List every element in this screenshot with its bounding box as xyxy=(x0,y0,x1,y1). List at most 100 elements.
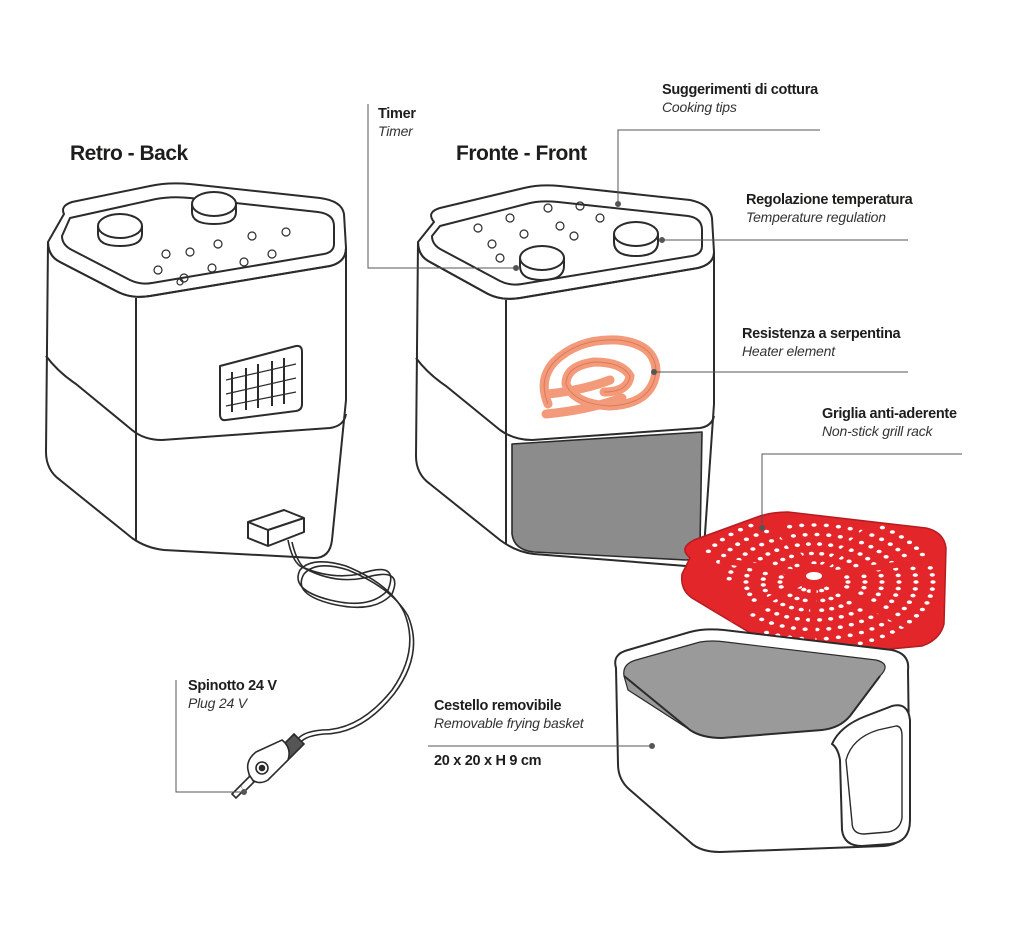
rack-hole xyxy=(823,523,829,528)
rack-hole xyxy=(765,608,771,612)
rack-hole xyxy=(760,577,766,581)
rack-hole xyxy=(912,587,918,591)
rack-hole xyxy=(858,540,865,545)
rack-hole xyxy=(919,607,926,612)
rack-hole xyxy=(848,548,854,552)
rack-hole xyxy=(705,549,712,554)
rack-hole xyxy=(869,533,875,537)
rack-hole xyxy=(889,530,896,534)
rack-hole xyxy=(835,635,842,640)
rack-hole xyxy=(826,533,832,537)
frying-basket xyxy=(614,628,911,853)
rack-hole xyxy=(857,641,863,646)
rack-hole xyxy=(728,532,734,537)
rack-hole xyxy=(868,544,874,549)
rack-hole xyxy=(869,638,875,642)
rack-hole xyxy=(858,630,865,635)
heater-label-en: Heater element xyxy=(742,342,835,359)
rack-hole xyxy=(896,580,902,584)
rack-hole xyxy=(742,552,748,556)
front-unit xyxy=(415,184,715,567)
rack-hole xyxy=(837,625,843,629)
rack-hole xyxy=(808,551,815,556)
rack-hole xyxy=(878,586,884,591)
plug-label: Spinotto 24 V xyxy=(188,678,277,694)
rack-hole xyxy=(802,598,808,603)
rack-hole xyxy=(828,596,834,601)
rack-hole xyxy=(895,586,901,591)
rack-hole xyxy=(819,552,825,556)
rack-hole xyxy=(879,580,885,584)
rack-hole xyxy=(844,575,850,579)
cooking-tips-callout: Suggerimenti di cottura Cooking tips xyxy=(662,82,818,115)
rack-hole xyxy=(794,563,800,568)
rack-hole xyxy=(820,598,826,603)
timer-label-en: Timer xyxy=(378,122,413,139)
rack-hole xyxy=(828,543,834,547)
rack-hole xyxy=(869,627,875,631)
rack-hole xyxy=(778,575,784,579)
rack-hole xyxy=(862,580,868,584)
rack-hole xyxy=(824,586,830,591)
heater-callout: Resistenza a serpentina Heater element xyxy=(742,326,901,359)
basket-callout: Cestello removibile Removable frying bas… xyxy=(434,698,584,769)
rack-hole xyxy=(805,618,812,622)
rack-hole xyxy=(788,554,795,559)
rack-hole xyxy=(805,542,812,546)
rack-hole xyxy=(868,615,874,620)
rack-hole xyxy=(774,612,780,616)
rack-hole xyxy=(826,627,832,631)
rack-hole xyxy=(794,596,800,601)
rack-hole xyxy=(858,619,865,624)
rack-hole xyxy=(823,636,829,641)
rack-hole xyxy=(794,543,800,547)
rack-hole xyxy=(844,585,850,589)
rack-hole xyxy=(898,535,905,539)
rack-hole xyxy=(878,573,884,578)
rack-hole xyxy=(765,552,771,556)
rack-hole xyxy=(750,547,756,551)
temperature-callout: Regolazione temperatura Temperature regu… xyxy=(746,192,913,225)
rack-hole xyxy=(879,525,886,530)
rack-hole xyxy=(889,630,896,634)
rack-hole xyxy=(861,585,867,590)
rack-hole xyxy=(848,622,854,627)
rack-hole xyxy=(787,524,793,529)
rack-hole xyxy=(901,553,907,558)
rack-hole xyxy=(838,615,844,619)
rack-hole xyxy=(901,606,907,611)
rack-hole xyxy=(799,523,805,528)
rack-hole xyxy=(787,593,793,598)
rack-hole xyxy=(912,573,918,577)
rack-hole xyxy=(879,622,885,627)
rack-hole xyxy=(913,580,919,584)
rack-hole xyxy=(929,573,935,577)
rack-hole xyxy=(790,534,797,538)
rack-hole xyxy=(846,600,852,605)
rack-hole xyxy=(772,561,778,566)
temperature-label-en: Temperature regulation xyxy=(746,208,886,225)
rack-hole xyxy=(802,627,808,631)
rack-hole xyxy=(819,588,825,593)
rack-hole xyxy=(744,586,750,591)
rack-hole xyxy=(857,608,863,612)
rack-hole xyxy=(871,598,877,602)
rack-hole xyxy=(853,563,859,568)
rack-hole xyxy=(817,618,823,622)
rack-hole xyxy=(762,588,768,593)
rack-hole xyxy=(930,580,936,584)
rack-hole xyxy=(848,612,854,616)
rack-hole xyxy=(764,529,770,534)
rack-hole xyxy=(721,553,727,558)
grill-rack xyxy=(680,511,947,658)
rack-hole xyxy=(835,593,841,598)
rack-hole xyxy=(927,566,933,570)
rack-hole xyxy=(913,614,920,618)
front-view-title: Fronte - Front xyxy=(456,142,587,165)
rack-hole xyxy=(719,537,726,542)
rack-hole xyxy=(744,573,750,578)
basket-label: Cestello removibile xyxy=(434,698,562,714)
rack-hole xyxy=(737,527,744,532)
rack-hole xyxy=(847,633,853,638)
